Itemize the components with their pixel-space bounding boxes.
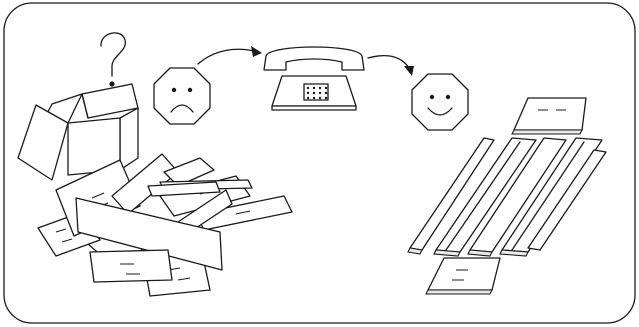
- happy-face-icon: [411, 73, 469, 131]
- aligned-boards-icon: [407, 97, 607, 257]
- telephone-icon: [263, 46, 365, 111]
- arrow-to-phone-icon: [197, 46, 262, 65]
- frame-border: [3, 2, 636, 324]
- stacked-labels-icon: [425, 257, 501, 295]
- sad-face-icon: [153, 67, 211, 125]
- question-mark-icon: [100, 32, 126, 87]
- arrow-to-happy-icon: [367, 55, 414, 76]
- scattered-boards-icon: [37, 153, 293, 297]
- open-box-icon: [17, 83, 139, 181]
